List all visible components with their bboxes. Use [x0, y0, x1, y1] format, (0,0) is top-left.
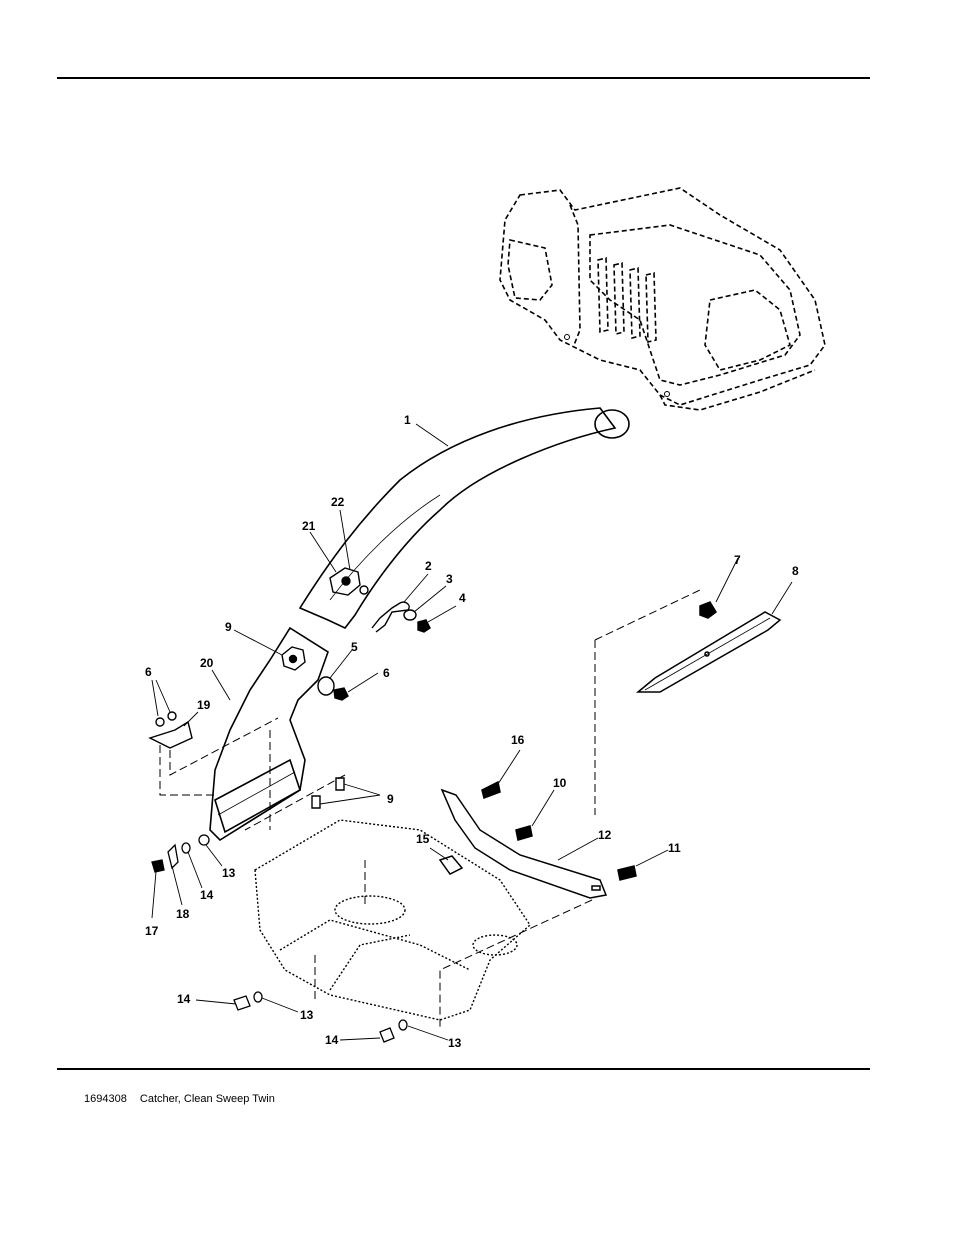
- deck-hardware-parts: [233, 991, 408, 1043]
- header-rule: [57, 77, 870, 79]
- callout-11: 11: [668, 841, 681, 855]
- footer-description: Catcher, Clean Sweep Twin: [139, 1093, 275, 1105]
- footer-rule: [57, 1068, 870, 1070]
- callout-6b: 6: [383, 666, 390, 680]
- callout-3: 3: [446, 572, 453, 586]
- callout-16: 16: [511, 733, 525, 747]
- callout-21: 21: [302, 519, 316, 533]
- callout-13a: 13: [222, 866, 236, 880]
- callout-19: 19: [197, 698, 211, 712]
- leader-lines: [151, 423, 793, 1041]
- engine-shroud-outline: [499, 187, 826, 411]
- callout-14b: 14: [177, 992, 191, 1006]
- callout-22: 22: [331, 495, 345, 509]
- callout-14a: 14: [200, 888, 214, 902]
- callout-18: 18: [176, 907, 190, 921]
- callout-13b: 13: [300, 1008, 314, 1022]
- callout-12: 12: [598, 828, 612, 842]
- callout-4: 4: [459, 591, 466, 605]
- footer-part-number: 1694308: [84, 1093, 127, 1105]
- callout-13c: 13: [448, 1036, 462, 1050]
- knob-part: [329, 567, 369, 596]
- callout-6a: 6: [145, 665, 152, 679]
- callout-9a: 9: [225, 620, 232, 634]
- callout-8: 8: [792, 564, 799, 578]
- callout-5: 5: [351, 640, 358, 654]
- callout-17: 17: [145, 924, 159, 938]
- callout-7: 7: [734, 553, 741, 567]
- callout-20: 20: [200, 656, 214, 670]
- callout-9b: 9: [387, 792, 394, 806]
- page-footer: 1694308 Catcher, Clean Sweep Twin: [84, 1093, 285, 1105]
- mower-deck-outline: [254, 819, 531, 1021]
- callout-15: 15: [416, 832, 430, 846]
- bolt-parts: [311, 777, 345, 809]
- spring-washer-nut-parts: [371, 601, 431, 633]
- shroud-bolt-hole: [564, 334, 570, 340]
- shroud-bolt-hole: [664, 391, 670, 397]
- bracket-part: [148, 711, 193, 749]
- callout-14c: 14: [325, 1033, 339, 1047]
- knob-part: [281, 646, 306, 671]
- callout-10: 10: [553, 776, 567, 790]
- blade-part: [635, 601, 782, 693]
- callout-2: 2: [425, 559, 432, 573]
- callout-1: 1: [404, 413, 411, 427]
- discharge-chute-part: [298, 407, 630, 629]
- deflector-part: [438, 780, 637, 899]
- spacer-nut-parts: [317, 676, 349, 701]
- small-hardware-parts: [151, 834, 210, 873]
- alignment-lines: [159, 589, 701, 1030]
- lower-chute-part: [209, 626, 329, 842]
